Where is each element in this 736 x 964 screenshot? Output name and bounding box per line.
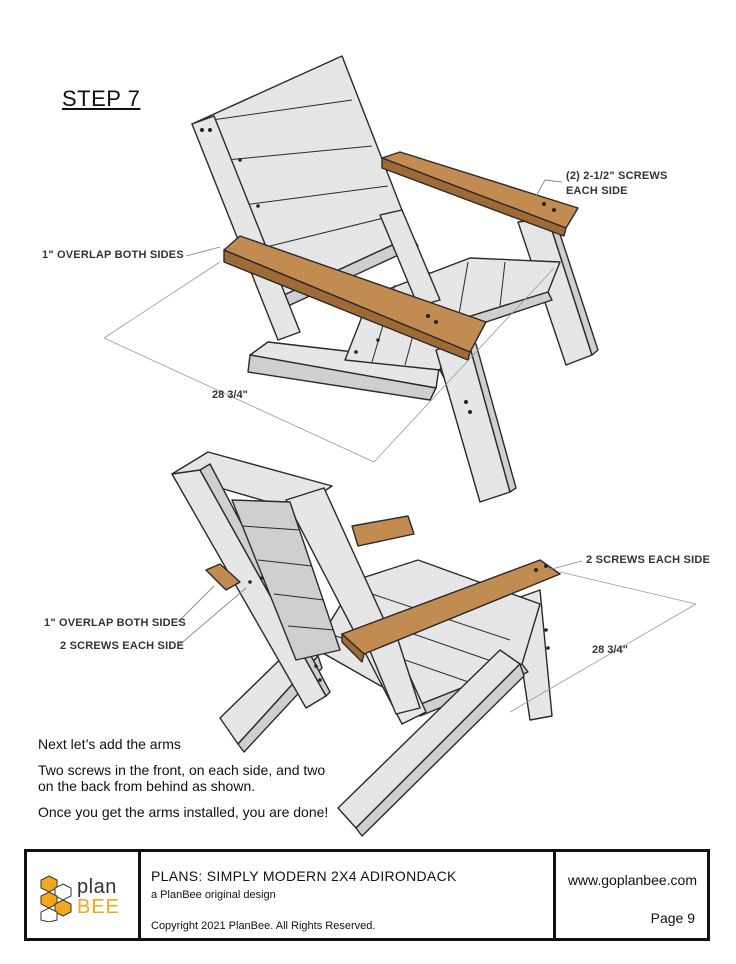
site-info: www.goplanbee.com Page 9 bbox=[556, 852, 707, 938]
planbee-logo: plan BEE bbox=[27, 852, 141, 938]
instruction-line-3: Once you get the arms installed, you are… bbox=[38, 804, 329, 820]
callout-overlap-top: 1" OVERLAP BOTH SIDES bbox=[42, 249, 184, 261]
logo-text-plan: plan bbox=[77, 876, 117, 898]
plans-subtitle: a PlanBee original design bbox=[151, 889, 276, 901]
instruction-line-2b: on the back from behind as shown. bbox=[38, 778, 256, 794]
logo-text-bee: BEE bbox=[77, 896, 121, 918]
dimension-top: 28 3/4" bbox=[212, 389, 248, 401]
top-chair bbox=[103, 55, 599, 503]
instruction-line-1: Next let’s add the arms bbox=[38, 736, 181, 752]
copyright: Copyright 2021 PlanBee. All Rights Reser… bbox=[151, 920, 376, 932]
callout-screws-top-line2: EACH SIDE bbox=[566, 185, 628, 197]
website-link[interactable]: www.goplanbee.com bbox=[567, 872, 697, 888]
chair-illustration: .w { fill: #e6e6e6; stroke: #2a2a2a; str… bbox=[103, 55, 697, 837]
dimension-bottom: 28 3/4" bbox=[592, 644, 628, 656]
footer: plan BEE PLANS: SIMPLY MODERN 2X4 ADIRON… bbox=[24, 849, 710, 941]
bottom-chair bbox=[171, 451, 697, 837]
callout-overlap-bottom: 1" OVERLAP BOTH SIDES bbox=[44, 617, 186, 629]
plans-info: PLANS: SIMPLY MODERN 2X4 ADIRONDACK a Pl… bbox=[141, 852, 556, 938]
callout-screws-top: (2) 2-1/2" SCREWS EACH SIDE bbox=[566, 169, 668, 199]
callout-screws-bottom-right: 2 SCREWS EACH SIDE bbox=[586, 554, 711, 566]
plans-title: PLANS: SIMPLY MODERN 2X4 ADIRONDACK bbox=[151, 868, 457, 884]
instruction-line-2a: Two screws in the front, on each side, a… bbox=[38, 762, 326, 778]
step-title: STEP 7 bbox=[62, 86, 141, 111]
page-number: Page 9 bbox=[650, 910, 695, 926]
honeycomb-icon bbox=[40, 875, 72, 922]
callout-screws-top-line1: (2) 2-1/2" SCREWS bbox=[566, 170, 668, 182]
callout-screws-bottom-left: 2 SCREWS EACH SIDE bbox=[60, 640, 185, 652]
